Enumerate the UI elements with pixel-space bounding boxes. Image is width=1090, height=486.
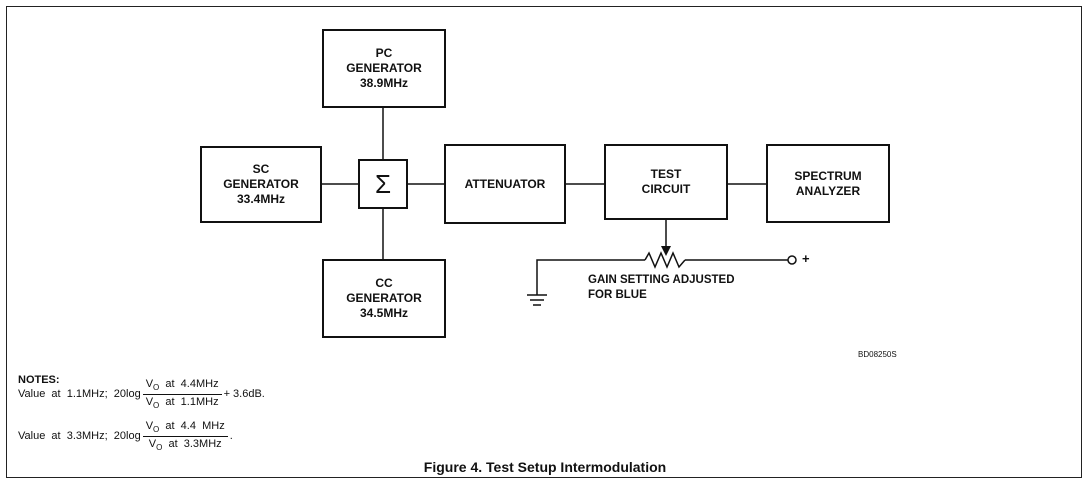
sc-generator-block: SC GENERATOR 33.4MHz <box>200 146 322 223</box>
attenuator-label: ATTENUATOR <box>464 176 546 191</box>
note1-den-sub: O <box>153 400 160 410</box>
supply-terminal <box>787 255 797 265</box>
plus-sign: + <box>802 251 810 266</box>
resistor-zigzag <box>644 251 686 269</box>
wiper-arrowhead <box>661 246 671 256</box>
ground-icon <box>527 294 547 306</box>
note2-numerator: VO at 4.4 MHz <box>142 420 228 437</box>
note1-num-sub: O <box>153 383 160 393</box>
attenuator-block: ATTENUATOR <box>444 144 566 224</box>
gain-label-line2: FOR BLUE <box>588 289 647 301</box>
note2-den-sub: O <box>156 442 163 452</box>
sc-generator-line3: 33.4MHz <box>236 192 286 206</box>
note1-fraction: VO at 4.4MHz VO at 1.1MHz <box>142 378 222 410</box>
pc-generator-line1: PC <box>375 46 393 60</box>
pc-generator-line3: 38.9MHz <box>359 76 409 90</box>
spectrum-analyzer-block: SPECTRUM ANALYZER <box>766 144 890 223</box>
test-circuit-line2: CIRCUIT <box>641 182 691 196</box>
cc-generator-line1: CC <box>375 276 393 290</box>
note1-den-v: V <box>145 395 154 408</box>
notes-title: NOTES: <box>18 374 60 386</box>
figure-frame <box>6 6 1082 478</box>
note2-den-rest: at 3.3MHz <box>162 437 222 450</box>
note-2: Value at 3.3MHz; 20log VO at 4.4 MHz VO … <box>18 418 233 454</box>
pc-generator-block: PC GENERATOR 38.9MHz <box>322 29 446 108</box>
note1-den-rest: at 1.1MHz <box>159 395 219 408</box>
summer-block: Σ <box>358 159 408 209</box>
spectrum-analyzer-line1: SPECTRUM <box>794 168 862 183</box>
gain-label-line1: GAIN SETTING ADJUSTED <box>588 274 735 286</box>
note2-den-v: V <box>148 437 157 450</box>
note1-denominator: VO at 1.1MHz <box>143 395 222 410</box>
cc-generator-line3: 34.5MHz <box>359 306 409 320</box>
note2-suffix: . <box>229 430 233 442</box>
pc-generator-line2: GENERATOR <box>346 61 422 75</box>
wire-ground <box>536 259 645 295</box>
gain-setting-label: GAIN SETTING ADJUSTED FOR BLUE <box>588 273 735 303</box>
cc-generator-line2: GENERATOR <box>346 291 422 305</box>
note1-suffix: + 3.6dB. <box>223 388 265 400</box>
spectrum-analyzer-line2: ANALYZER <box>795 183 861 198</box>
note2-prefix: Value at 3.3MHz; 20log <box>18 430 141 442</box>
note1-num-v: V <box>145 378 154 391</box>
note2-num-v: V <box>145 420 154 433</box>
figure-caption: Figure 4. Test Setup Intermodulation <box>423 459 667 475</box>
summation-icon: Σ <box>374 168 392 199</box>
note1-numerator: VO at 4.4MHz <box>142 378 222 395</box>
test-circuit-line1: TEST <box>650 167 682 181</box>
note1-num-rest: at 4.4MHz <box>159 378 219 391</box>
note2-num-sub: O <box>153 425 160 435</box>
note1-prefix: Value at 1.1MHz; 20log <box>18 388 141 400</box>
note2-num-rest: at 4.4 MHz <box>159 420 225 433</box>
note-1: Value at 1.1MHz; 20log VO at 4.4MHz VO a… <box>18 376 265 412</box>
sc-generator-line1: SC <box>252 162 270 176</box>
note2-denominator: VO at 3.3MHz <box>146 437 225 452</box>
test-circuit-block: TEST CIRCUIT <box>604 144 728 220</box>
sc-generator-line2: GENERATOR <box>223 177 299 191</box>
drawing-code: BD08250S <box>858 350 897 359</box>
cc-generator-block: CC GENERATOR 34.5MHz <box>322 259 446 338</box>
note2-fraction: VO at 4.4 MHz VO at 3.3MHz <box>142 420 228 452</box>
